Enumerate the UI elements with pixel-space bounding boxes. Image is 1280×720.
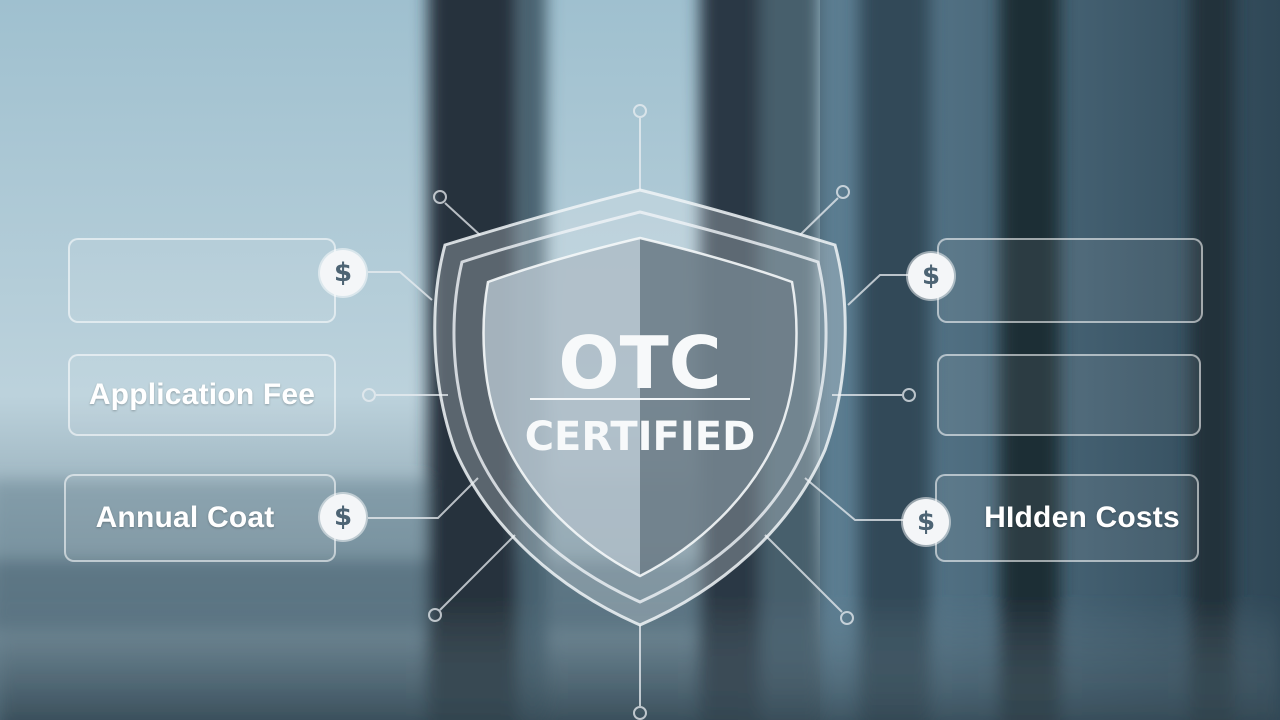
- label-box-annual-coat: Annual Coat: [64, 474, 336, 562]
- dollar-coin-icon: $: [320, 250, 366, 296]
- label-box-right-top: [937, 238, 1203, 323]
- dollar-coin-icon: $: [320, 494, 366, 540]
- label-box-application-fee: Application Fee: [68, 354, 336, 436]
- label-hidden-costs: HIdden Costs: [984, 501, 1180, 534]
- label-application-fee: Application Fee: [88, 378, 316, 411]
- shield-icon: OTC CERTIFIED: [433, 188, 847, 627]
- dollar-sign: $: [333, 502, 353, 532]
- dollar-sign: $: [916, 507, 936, 537]
- label-box-left-top: [68, 238, 336, 323]
- label-box-hidden-costs: HIdden Costs: [935, 474, 1199, 562]
- connector-lines: [362, 104, 916, 720]
- dollar-coin-icon: $: [908, 253, 954, 299]
- dollar-coin-icon: $: [903, 499, 949, 545]
- dollar-sign: $: [921, 261, 941, 291]
- label-annual-coat: Annual Coat: [95, 501, 275, 534]
- dollar-sign: $: [333, 258, 353, 288]
- label-box-right-middle: [937, 354, 1201, 436]
- badge-subtitle: CERTIFIED: [525, 414, 756, 460]
- badge-title: OTC: [558, 321, 721, 405]
